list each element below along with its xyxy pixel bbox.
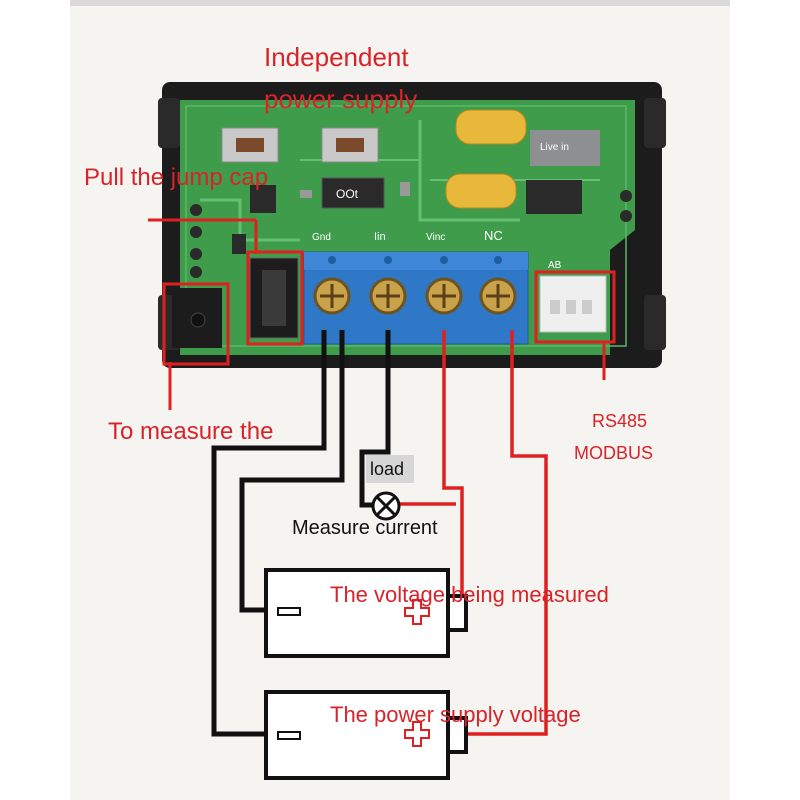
load-label: load (370, 459, 405, 479)
pin-vinc-label: Vinc (426, 232, 445, 243)
terminal-screw-nc (479, 277, 517, 315)
battery-power-supply (264, 690, 468, 780)
terminal-screw-iin (369, 277, 407, 315)
pin-nc-label: NC (484, 228, 503, 243)
independent-label-line1: Independent (264, 42, 409, 72)
tactile-button-right (321, 127, 379, 163)
plus-icon (404, 721, 430, 747)
power-supply-voltage-label: The power supply voltage (330, 702, 581, 727)
black-wires (211, 330, 391, 737)
independent-label-line2: power supply (264, 84, 418, 114)
chip-label: Live in (540, 142, 569, 153)
minus-icon (277, 731, 301, 740)
pin-iin-label: Iin (374, 231, 386, 243)
connector-ab-label: AB (548, 260, 562, 271)
minus-icon (277, 607, 301, 616)
terminal-screw-gnd (313, 277, 351, 315)
voltage-measured-label: The voltage being measured (330, 582, 609, 607)
tactile-button-left (221, 127, 279, 163)
measure-current-label: Measure current (292, 517, 438, 539)
rs485-highlight-box (534, 270, 616, 344)
chip (530, 130, 600, 166)
capacitor-bottom (445, 173, 517, 209)
battery-measured (264, 568, 468, 658)
measure-highlight-box (162, 282, 230, 366)
terminal-block (303, 251, 529, 345)
capacitor-top (455, 109, 527, 145)
lamp-cross-icon (371, 491, 401, 521)
terminal-screw-vinc (425, 277, 463, 315)
jumper-highlight-box (246, 250, 304, 346)
button-label: OOt (336, 187, 359, 201)
rs485-label-line2: MODBUS (574, 443, 654, 463)
load-label-bg (366, 455, 414, 483)
plus-icon (404, 599, 430, 625)
pull-jump-cap-label: Pull the jump cap (84, 164, 269, 191)
pin-gnd-label: Gnd (312, 232, 331, 243)
to-measure-label: To measure the (108, 418, 274, 445)
rs485-label-line1: RS485 (592, 411, 648, 431)
